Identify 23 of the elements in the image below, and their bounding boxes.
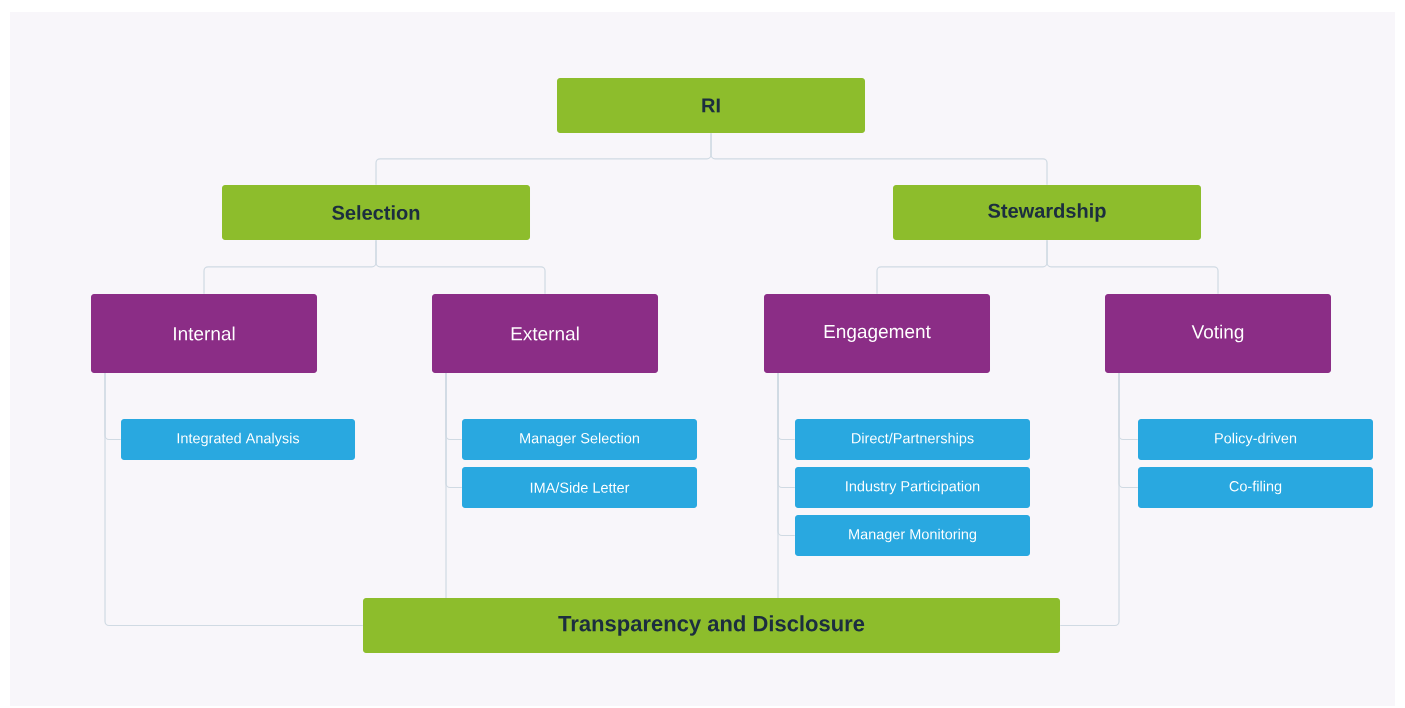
item-box: Co-filing bbox=[1138, 467, 1373, 508]
connector-line bbox=[1059, 372, 1120, 627]
connector-line bbox=[375, 239, 546, 295]
item-box: Industry Participation bbox=[795, 467, 1030, 508]
process-box: Selection bbox=[222, 185, 530, 240]
connector-line bbox=[445, 372, 447, 599]
item-box: Manager Monitoring bbox=[795, 515, 1030, 556]
connector-line bbox=[104, 372, 364, 627]
item-box: Policy-driven bbox=[1138, 419, 1373, 460]
process-box: RI bbox=[557, 78, 865, 133]
item-box: Direct/Partnerships bbox=[795, 419, 1030, 460]
category-box: Internal bbox=[91, 294, 317, 373]
connector-line bbox=[1046, 239, 1219, 295]
process-box: Stewardship bbox=[893, 185, 1201, 240]
category-box: Engagement bbox=[764, 294, 990, 373]
process-box: Transparency and Disclosure bbox=[363, 598, 1060, 653]
category-box: External bbox=[432, 294, 658, 373]
item-box: IMA/Side Letter bbox=[462, 467, 697, 508]
connector-line bbox=[777, 372, 779, 599]
connector-line bbox=[710, 132, 1048, 186]
item-box: Integrated Analysis bbox=[121, 419, 355, 460]
category-box: Voting bbox=[1105, 294, 1331, 373]
item-box: Manager Selection bbox=[462, 419, 697, 460]
